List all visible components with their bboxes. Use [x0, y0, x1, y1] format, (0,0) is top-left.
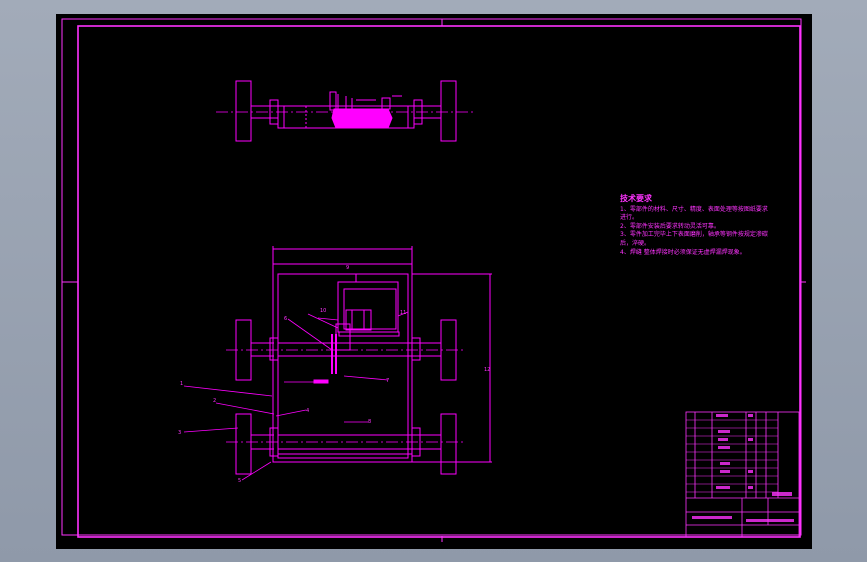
- wheel-left-rear: [235, 413, 252, 475]
- svg-text:9: 9: [346, 265, 349, 271]
- svg-text:5: 5: [238, 478, 241, 484]
- svg-text:7: 7: [386, 378, 389, 384]
- wheel-right-rear: [440, 413, 457, 475]
- notes-line: 2、零部件安装后要求转动灵活可靠。: [620, 222, 720, 230]
- svg-text:4: 4: [306, 408, 309, 414]
- part-numbers: 1 2 3 4 5 6 7 8 9 10 11 12: [178, 265, 490, 484]
- svg-text:1: 1: [180, 381, 183, 387]
- wheel-right-top: [440, 80, 457, 142]
- center-marks: [62, 19, 806, 542]
- title-block: [685, 411, 800, 538]
- chassis-outer: [272, 263, 413, 463]
- svg-text:12: 12: [484, 367, 490, 373]
- chassis-inner: [277, 273, 409, 459]
- title-block-fill: [692, 414, 794, 522]
- notes-line: 后，淬硬。: [620, 239, 651, 247]
- title-block-rows: [686, 419, 778, 493]
- notes-line: 进行。: [620, 214, 639, 222]
- notes-title: 技术要求: [620, 194, 652, 203]
- technical-requirements: 技术要求 1、零部件的材料、尺寸、精度、表面处理等按图纸要求 进行。 2、零部件…: [620, 194, 770, 257]
- svg-text:6: 6: [284, 316, 287, 322]
- svg-text:8: 8: [368, 419, 371, 425]
- svg-text:2: 2: [213, 398, 216, 404]
- top-view: [216, 80, 476, 142]
- front-view: [183, 246, 492, 481]
- front-axle: [277, 342, 413, 357]
- notes-line: 4、焊缝 整体焊接时必须保证无虚焊漏焊现象。: [620, 248, 746, 256]
- notes-line: 1、零部件的材料、尺寸、精度、表面处理等按图纸要求: [620, 205, 768, 213]
- svg-text:11: 11: [400, 310, 406, 316]
- svg-text:10: 10: [320, 308, 326, 314]
- svg-text:3: 3: [178, 430, 181, 436]
- drawing-sheet: 1 2 3 4 5 6 7 8 9 10 11 12: [56, 14, 812, 549]
- wheel-left-top: [235, 80, 252, 142]
- inner-frame: [77, 25, 801, 538]
- leader-lines: [183, 311, 409, 481]
- notes-line: 3、零件加工完毕上下表面磨削，轴承等钢件按规定渗碳: [620, 231, 768, 239]
- outer-frame: [61, 18, 802, 536]
- assembly-drawing: 1 2 3 4 5 6 7 8 9 10 11 12: [61, 18, 806, 542]
